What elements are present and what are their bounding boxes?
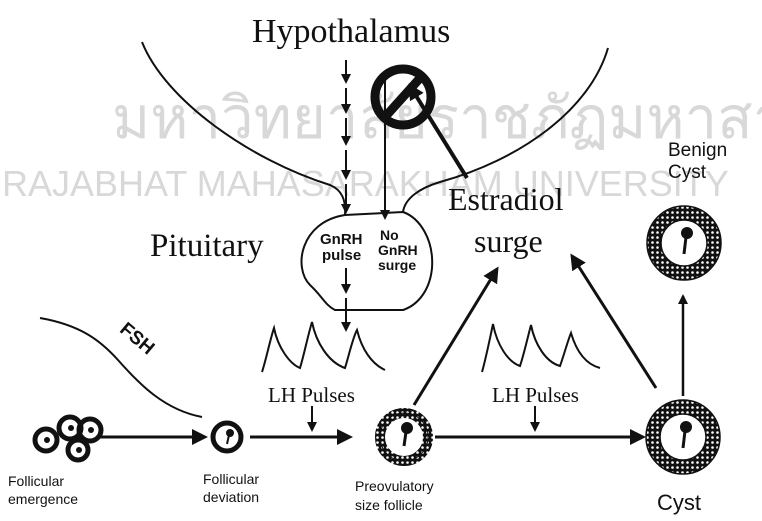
follicular-deviation-label-2: deviation [203, 489, 259, 505]
watermark-thai: มหาวิทยาลัยราชภัฏมหาสารคาม [112, 86, 762, 151]
fsh-label: FSH [116, 319, 159, 360]
follicular-emergence-label-1: Follicular [8, 473, 64, 489]
gnrh-pulse-label-1: GnRH [320, 231, 363, 248]
no-gnrh-label-2: GnRH [378, 242, 418, 258]
no-gnrh-label-1: No [380, 227, 399, 243]
benign-cyst-label-1: Benign [668, 140, 727, 161]
estradiol-label: Estradiol [448, 181, 564, 217]
cyst-label: Cyst [657, 490, 701, 515]
lh-pulse-trace-right [482, 324, 600, 372]
surge-label: surge [474, 223, 543, 259]
lh-pulses-left-label: LH Pulses [268, 383, 355, 407]
follicular-deviation-label-1: Follicular [203, 471, 259, 487]
lh-pulse-trace-left [262, 322, 385, 372]
gnrh-pulse-label-2: pulse [322, 247, 361, 264]
preovulatory-follicle-icon [380, 413, 428, 461]
watermark-english: RAJABHAT MAHASARAKHAM UNIVERSITY [2, 163, 729, 204]
benign-cyst-label-2: Cyst [668, 162, 707, 183]
follicular-deviation-icon [213, 423, 241, 451]
pituitary-label: Pituitary [150, 228, 264, 264]
lh-pulses-right-label: LH Pulses [492, 383, 579, 407]
follicular-emergence-label-2: emergence [8, 491, 78, 507]
cyst-icon [646, 400, 720, 474]
preovulatory-label-2: size follicle [355, 497, 423, 513]
no-gnrh-label-3: surge [378, 257, 416, 273]
preovulatory-label-1: Preovulatory [355, 478, 434, 494]
hypothalamus-label: Hypothalamus [252, 13, 450, 50]
follicular-emergence-icon [35, 417, 101, 460]
benign-cyst-icon [647, 206, 721, 280]
cyst-to-surge-arrow [572, 256, 656, 388]
